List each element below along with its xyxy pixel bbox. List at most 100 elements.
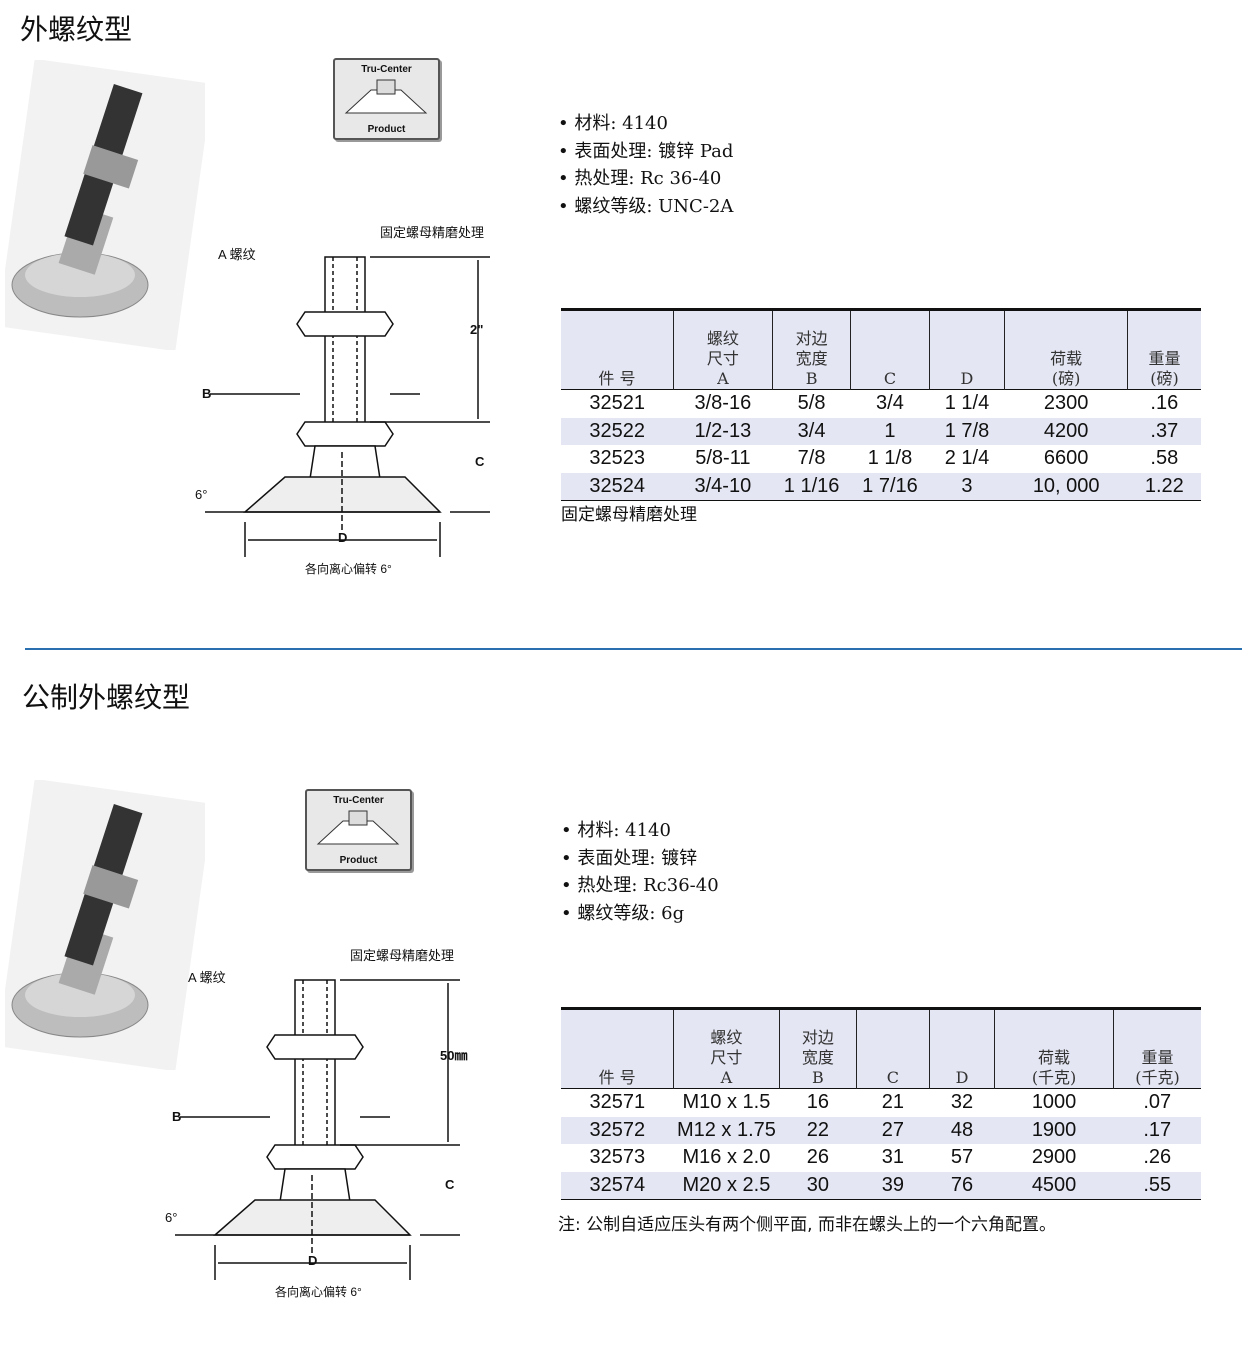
length-label: 2"	[470, 322, 484, 337]
nut-label: 固定螺母精磨处理	[350, 948, 455, 963]
table-cell: 5/8-11	[695, 447, 751, 470]
spec-list: 材料: 4140 表面处理: 镀锌 Pad 热处理: Rc 36-40 螺纹等级…	[558, 110, 733, 220]
table-cell: 7/8	[797, 447, 826, 470]
header-line: 螺纹	[710, 1028, 743, 1047]
thread-label: A 螺纹	[218, 247, 256, 262]
table-cell: 57	[950, 1146, 974, 1169]
nut-label: 固定螺母精磨处理	[380, 225, 485, 240]
table-cell: 1.22	[1144, 474, 1184, 497]
d-label: D	[338, 530, 348, 545]
column-header: C	[856, 1008, 930, 1089]
table-cell: 26	[806, 1146, 829, 1169]
table-cell: 2 1/4	[944, 447, 990, 470]
header-line: (磅)	[1150, 369, 1179, 388]
table-cell: 3/4	[876, 392, 904, 415]
table-cell: 1 1/16	[783, 474, 840, 497]
header-line: (千克)	[1135, 1068, 1180, 1087]
column-header: 荷载(千克)	[994, 1008, 1114, 1089]
angle-label: 6°	[165, 1210, 178, 1225]
column-header: 件 号	[561, 309, 674, 390]
logo-emblem-icon	[344, 79, 428, 114]
spec-item: 螺纹等级: UNC-2A	[558, 193, 733, 221]
table-cell: 1 7/8	[944, 419, 990, 442]
header-line: 重量	[1141, 1048, 1174, 1067]
table-cell: 32522	[589, 419, 645, 442]
table-cell: 32571	[589, 1091, 646, 1114]
spec-item: 材料: 4140	[558, 110, 733, 138]
deflection-caption: 各向离心偏转 6°	[305, 562, 392, 576]
table-cell: 32521	[589, 392, 645, 415]
b-label: B	[202, 386, 212, 401]
table-cell: .07	[1143, 1091, 1172, 1114]
section-divider	[25, 648, 1242, 650]
header-line: 对边	[795, 329, 828, 348]
table-cell: 32524	[589, 474, 645, 497]
spec-item: 材料: 4140	[561, 817, 719, 845]
column-header: C	[850, 309, 930, 390]
table-cell: 39	[881, 1173, 905, 1196]
c-label: C	[445, 1177, 455, 1192]
header-line: 螺纹	[706, 329, 739, 348]
column-header: D	[928, 309, 1005, 390]
column-header: 重量(磅)	[1127, 309, 1201, 390]
table-cell: 22	[806, 1118, 829, 1141]
section-title: 公制外螺纹型	[22, 681, 191, 714]
table-cell: M20 x 2.5	[682, 1173, 771, 1196]
table-cell: M16 x 2.0	[682, 1146, 771, 1169]
table-cell: 27	[881, 1118, 905, 1141]
header-line: D	[960, 369, 974, 388]
section-title: 外螺纹型	[20, 13, 133, 46]
angle-label: 6°	[195, 487, 208, 502]
header-line: (磅)	[1051, 369, 1081, 388]
column-header: 荷载(磅)	[1004, 309, 1128, 390]
table-cell: 1 7/16	[862, 474, 918, 497]
header-line: A	[720, 1068, 733, 1087]
spec-item: 热处理: Rc 36-40	[558, 165, 733, 193]
tru-center-logo: Tru-Center Product	[305, 789, 412, 871]
length-label: 50㎜	[440, 1048, 468, 1063]
header-line: (千克)	[1031, 1068, 1077, 1087]
table-cell: 1	[884, 419, 896, 442]
table-note: 注: 公制自适应压头有两个侧平面, 而非在螺头上的一个六角配置。	[558, 1215, 1056, 1235]
table-cell: 30	[806, 1173, 829, 1196]
logo-emblem-icon	[316, 810, 400, 845]
table-cell: 6600	[1043, 447, 1089, 470]
table-cell: .26	[1143, 1146, 1172, 1169]
dimension-diagram: A 螺纹 固定螺母精磨处理 2" B C D 6° 各向离心偏转 6°	[190, 222, 510, 582]
header-line: 荷载	[1050, 349, 1083, 368]
table-cell: 2300	[1043, 392, 1089, 415]
thread-label: A 螺纹	[188, 970, 226, 985]
table-cell: .37	[1150, 419, 1179, 442]
table-cell: 1000	[1031, 1091, 1077, 1114]
table-cell: 10, 000	[1032, 474, 1100, 497]
table-cell: 4200	[1043, 419, 1089, 442]
table-cell: 32573	[589, 1146, 646, 1169]
table-cell: 3/4-10	[694, 474, 752, 497]
table-cell: 4500	[1031, 1173, 1077, 1196]
table-cell: .58	[1150, 447, 1179, 470]
tru-center-logo: Tru-Center Product	[333, 58, 440, 140]
header-line: B	[805, 369, 818, 388]
spec-item: 热处理: Rc36-40	[561, 872, 718, 900]
header-line: 对边	[801, 1028, 834, 1047]
spec-item: 表面处理: 镀锌 Pad	[558, 138, 733, 166]
table-cell: 76	[950, 1173, 974, 1196]
leveling-foot-photo	[5, 60, 205, 350]
table-cell: 48	[950, 1118, 974, 1141]
header-line: 宽度	[801, 1048, 834, 1067]
table-note: 固定螺母精磨处理	[561, 505, 697, 525]
table-cell: 3/4	[797, 419, 826, 442]
table-cell: .55	[1143, 1173, 1172, 1196]
spec-list: 材料: 4140 表面处理: 镀锌 热处理: Rc36-40 螺纹等级: 6g	[561, 817, 719, 927]
header-line: 件 号	[598, 369, 636, 388]
table-cell: .16	[1150, 392, 1179, 415]
deflection-caption: 各向离心偏转 6°	[275, 1285, 362, 1299]
table-cell: M12 x 1.75	[676, 1118, 776, 1141]
